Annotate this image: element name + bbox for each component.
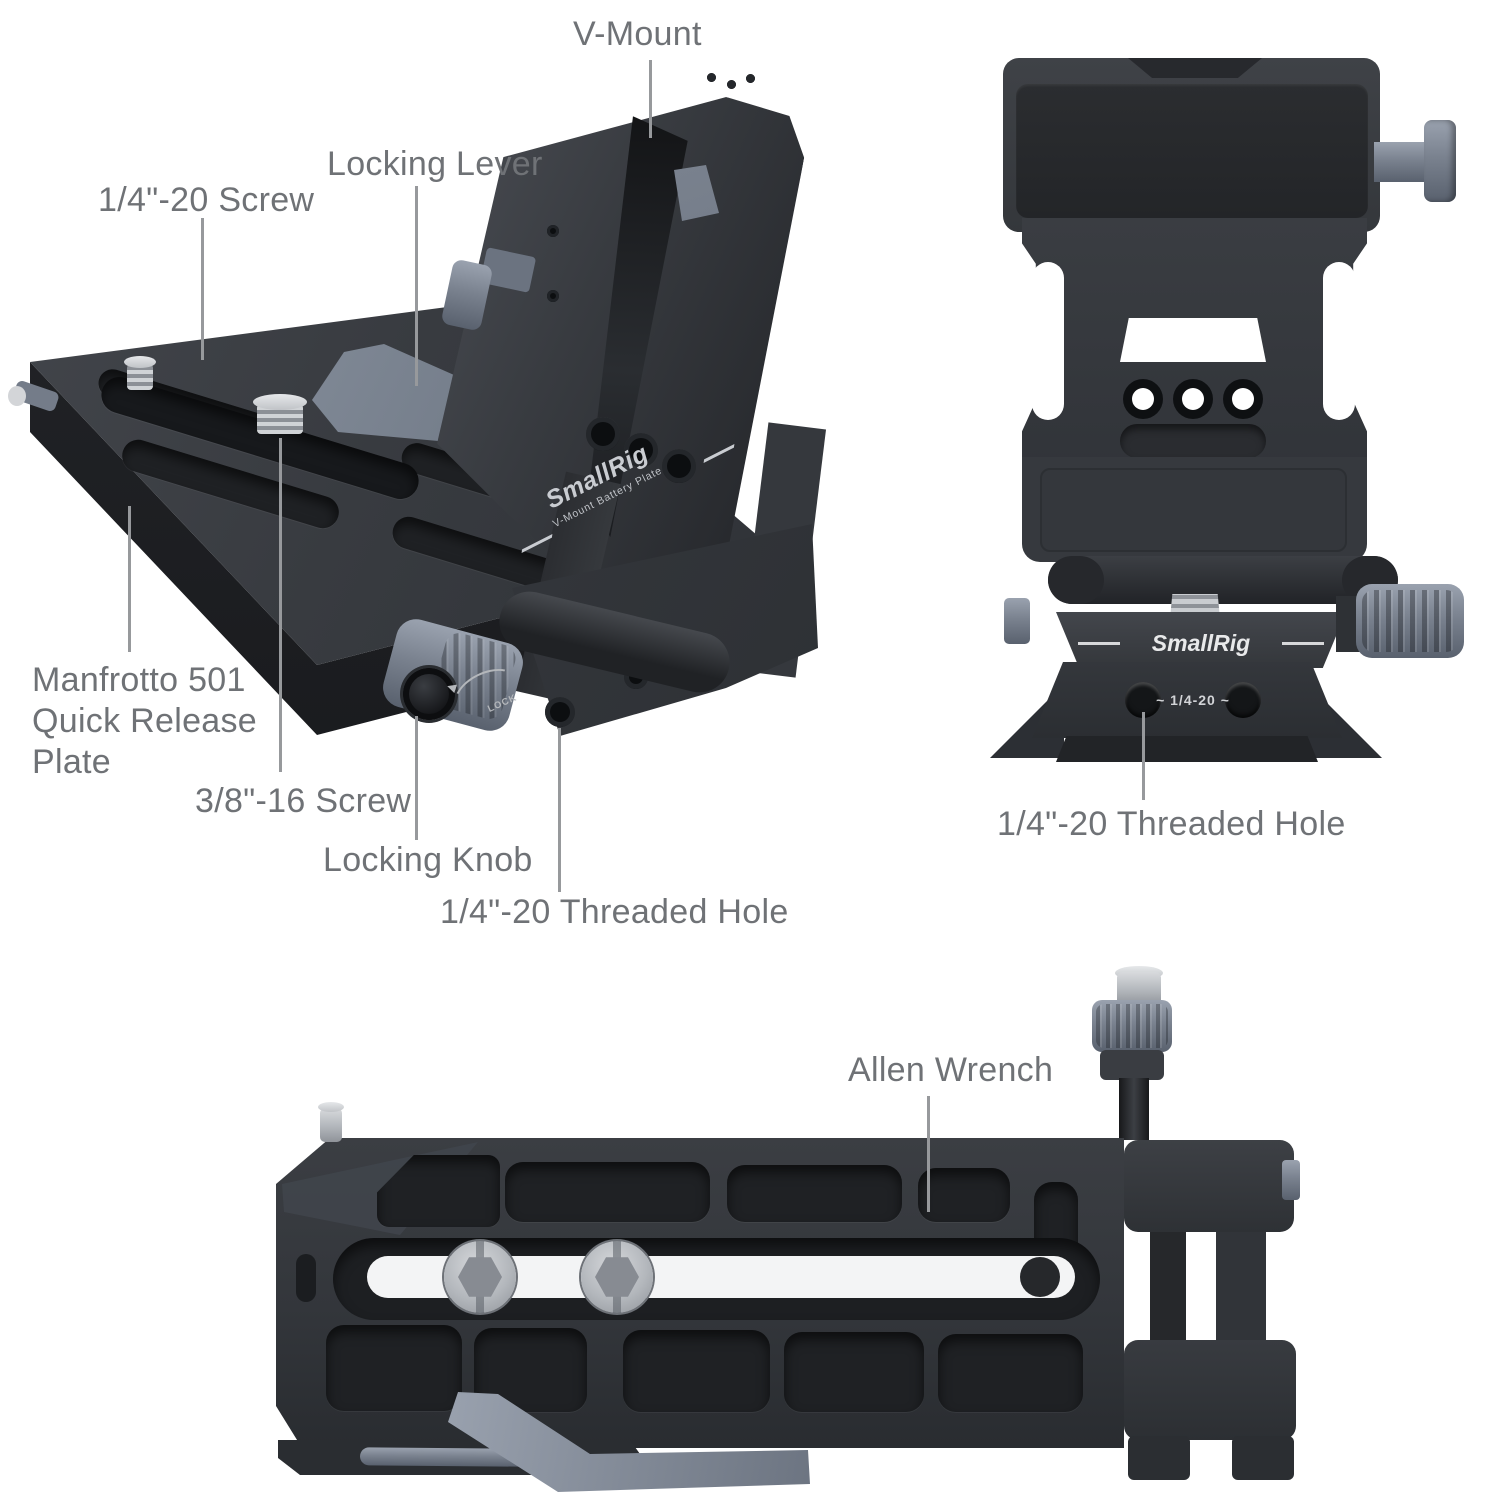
hinge-block-bottom (1124, 1340, 1296, 1440)
label-locking-knob: Locking Knob (323, 841, 533, 879)
label-manfrotto-line2: Quick Release (32, 702, 257, 740)
threaded-hole (624, 433, 658, 467)
clamp-dash-left (1078, 642, 1120, 645)
hinge-foot (1128, 1436, 1190, 1480)
label-manfrotto: Manfrotto 501 Quick Release Plate (32, 660, 257, 783)
left-edge-slot (296, 1254, 316, 1302)
leader-locking-lever (415, 186, 418, 386)
leader-quarter-hole-iso (558, 728, 561, 892)
leader-quarter-hole-front (1142, 712, 1145, 800)
label-three-eighths-screw: 3/8"-16 Screw (195, 782, 412, 820)
label-quarter-screw: 1/4"-20 Screw (98, 181, 315, 219)
plate-end-pin-tip (8, 386, 26, 406)
front-view: SmallRig ~ 1/4-20 ~ (990, 58, 1464, 762)
base-trapezoid (1032, 662, 1342, 738)
isometric-view: LOCK SmallRig V-Mount Battery Plate (0, 0, 850, 960)
leader-allen-wrench (927, 1096, 930, 1212)
bottom-knob-ridges (1096, 1004, 1168, 1048)
battery-block (1016, 84, 1368, 218)
leader-locking-knob (415, 716, 418, 840)
leader-quarter-screw (201, 218, 204, 360)
slot-end-hole (1020, 1257, 1060, 1297)
rail-hole (547, 225, 559, 237)
bottom-view (0, 940, 1500, 1500)
label-v-mount: V-Mount (573, 15, 702, 53)
label-quarter-hole-iso: 1/4"-20 Threaded Hole (440, 893, 789, 931)
threaded-hole (662, 449, 696, 483)
label-locking-lever: Locking Lever (327, 145, 543, 183)
base-threaded-hole (1225, 682, 1261, 718)
hinge-rail (1150, 1232, 1186, 1340)
quarter-20-threaded-hole (545, 697, 575, 727)
side-slot-cutout (1032, 262, 1064, 420)
bottom-knob-shaft (1119, 1078, 1149, 1140)
threaded-hole (586, 417, 620, 451)
front-hole-center (1182, 388, 1204, 410)
bottom-plate-pin (320, 1108, 342, 1142)
leader-v-mount (649, 60, 652, 138)
bottom-locking-knob (1092, 1000, 1172, 1052)
front-lower-recess (1040, 468, 1347, 552)
front-knob-ridges (1362, 590, 1458, 652)
front-locking-knob (1356, 584, 1464, 658)
leader-manfrotto (128, 506, 131, 652)
top-edge-hole (707, 73, 716, 82)
bottom-groove (623, 1330, 770, 1412)
battery-release-pin-head (1424, 120, 1456, 202)
front-top-notch (1128, 58, 1262, 78)
bottom-groove (918, 1168, 1010, 1222)
label-quarter-hole-front: 1/4"-20 Threaded Hole (997, 805, 1346, 843)
bottom-groove (784, 1332, 924, 1412)
clamp-dash-right (1282, 642, 1324, 645)
label-manfrotto-line3: Plate (32, 743, 111, 781)
front-recess-slot (1120, 424, 1266, 458)
trapezoid-cutout (1120, 318, 1266, 362)
brand-engraving-front: SmallRig (1151, 630, 1251, 656)
battery-release-pin-stem (1374, 142, 1432, 182)
bottom-groove (727, 1165, 902, 1222)
bottom-groove (938, 1334, 1083, 1412)
hinge-rail (1216, 1232, 1266, 1340)
label-allen-wrench: Allen Wrench (848, 1051, 1054, 1089)
bottom-groove (326, 1325, 462, 1411)
bottom-knob-adapter (1100, 1050, 1164, 1080)
hinge-end-cap (1048, 556, 1104, 604)
clamp-side-tab (1004, 598, 1030, 644)
label-manfrotto-line1: Manfrotto 501 (32, 661, 246, 699)
hinge-foot (1232, 1436, 1294, 1480)
front-hole-center (1232, 388, 1254, 410)
quarter-20-screw-head (124, 356, 156, 368)
bottom-plate-pin-cap (318, 1102, 344, 1112)
front-hole-center (1132, 388, 1154, 410)
clamp-plate (1056, 612, 1346, 668)
three-eighths-screw-head (253, 394, 307, 410)
side-slot-cutout (1323, 262, 1355, 420)
top-edge-hole (746, 74, 755, 83)
bottom-groove (505, 1162, 710, 1222)
slot-screw-hex (458, 1257, 502, 1297)
locking-knob-bore (403, 668, 455, 720)
top-edge-hole (727, 80, 736, 89)
slot-screw-hex (595, 1257, 639, 1297)
base-foot (1056, 736, 1318, 762)
hinge-side-tab (1282, 1160, 1300, 1200)
leader-three-eighths-screw (279, 438, 282, 772)
hinge-block-top (1124, 1140, 1294, 1232)
quarter-20-screw (127, 364, 153, 390)
rail-hole (547, 290, 559, 302)
thread-marking-front: ~ 1/4-20 ~ (1156, 692, 1230, 708)
